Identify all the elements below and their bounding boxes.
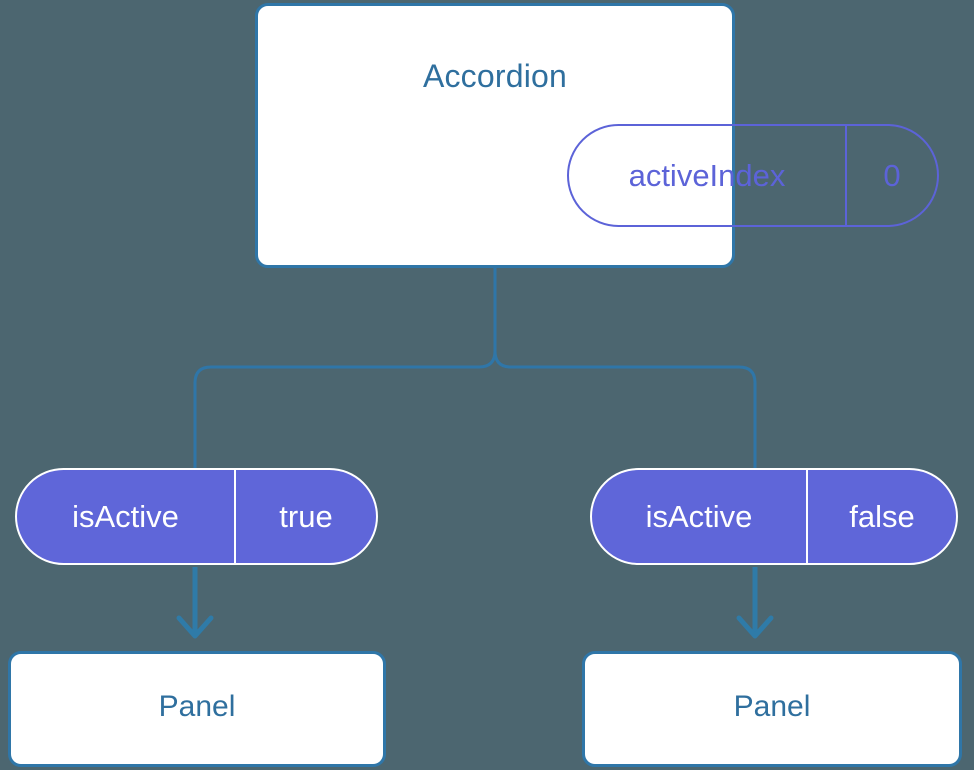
prop-pill-key: isActive [17,470,236,563]
arrow-right-head-icon [736,615,774,639]
accordion-component-card[interactable]: Accordion activeIndex 0 [255,3,939,268]
prop-pill-is-active-true[interactable]: isActive true [15,468,378,565]
state-pill-key: activeIndex [569,126,847,225]
panel-component-card-left[interactable]: Panel [8,651,386,767]
prop-pill-key: isActive [592,470,808,563]
prop-pill-is-active-false[interactable]: isActive false [590,468,958,565]
panel-title: Panel [733,690,811,723]
branch-connector-left [193,350,497,470]
arrow-left-head-icon [176,615,214,639]
accordion-title: Accordion [422,58,568,94]
panel-title: Panel [158,690,236,723]
state-pill-value: 0 [883,157,901,193]
panel-component-card-right[interactable]: Panel [582,651,962,767]
branch-connector-right [493,350,757,470]
prop-pill-value: false [849,498,915,534]
prop-pill-value: true [279,498,333,534]
state-pill-active-index[interactable]: activeIndex 0 [567,124,939,227]
